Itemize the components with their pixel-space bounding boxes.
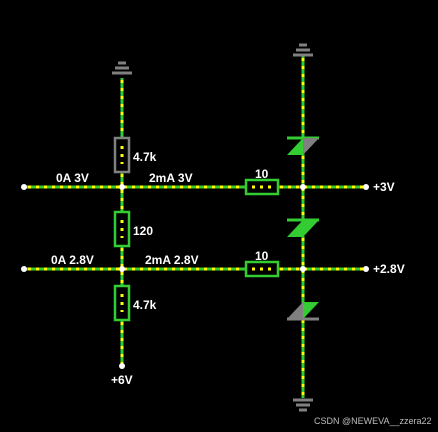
node-right-3v (300, 184, 306, 190)
node-left-2v8 (119, 266, 125, 272)
watermark: CSDN @NEWEVA__zzera22 (314, 416, 432, 426)
label-out-bottom: +2.8V (373, 262, 405, 276)
ground-icon (293, 398, 313, 412)
label-r3: 4.7k (133, 298, 157, 312)
node-right-2v8 (300, 266, 306, 272)
node-left-3v (119, 184, 125, 190)
resistor-r1[interactable] (113, 136, 131, 174)
ground-icon (293, 43, 313, 57)
label-left-bottom-current: 0A 2.8V (51, 253, 94, 267)
resistor-series-bottom[interactable] (244, 260, 280, 278)
junction-nodes (119, 184, 306, 272)
diode-icon[interactable] (287, 136, 319, 155)
terminal-dot-icon (21, 266, 27, 272)
label-r2: 120 (133, 224, 153, 238)
label-left-top-current: 0A 3V (56, 171, 89, 185)
label-mid-top-current: 2mA 3V (149, 171, 193, 185)
resistor-r2[interactable] (113, 210, 131, 248)
label-out-top: +3V (373, 180, 395, 194)
ground-icon (112, 61, 132, 75)
terminal-dot-icon (119, 363, 125, 369)
diode-icon[interactable] (287, 302, 319, 321)
wires (24, 56, 366, 398)
label-mid-bottom-current: 2mA 2.8V (145, 253, 199, 267)
terminal-dot-icon (363, 266, 369, 272)
label-r1: 4.7k (133, 150, 157, 164)
terminal-dot-icon (21, 184, 27, 190)
terminals (21, 184, 369, 369)
diode-icon[interactable] (287, 218, 319, 237)
label-supply: +6V (111, 373, 133, 387)
label-series-bottom: 10 (255, 249, 269, 263)
current-dots (28, 58, 364, 396)
resistor-series-top[interactable] (244, 178, 280, 196)
resistor-r3[interactable] (113, 284, 131, 322)
terminal-dot-icon (363, 184, 369, 190)
label-series-top: 10 (255, 167, 269, 181)
